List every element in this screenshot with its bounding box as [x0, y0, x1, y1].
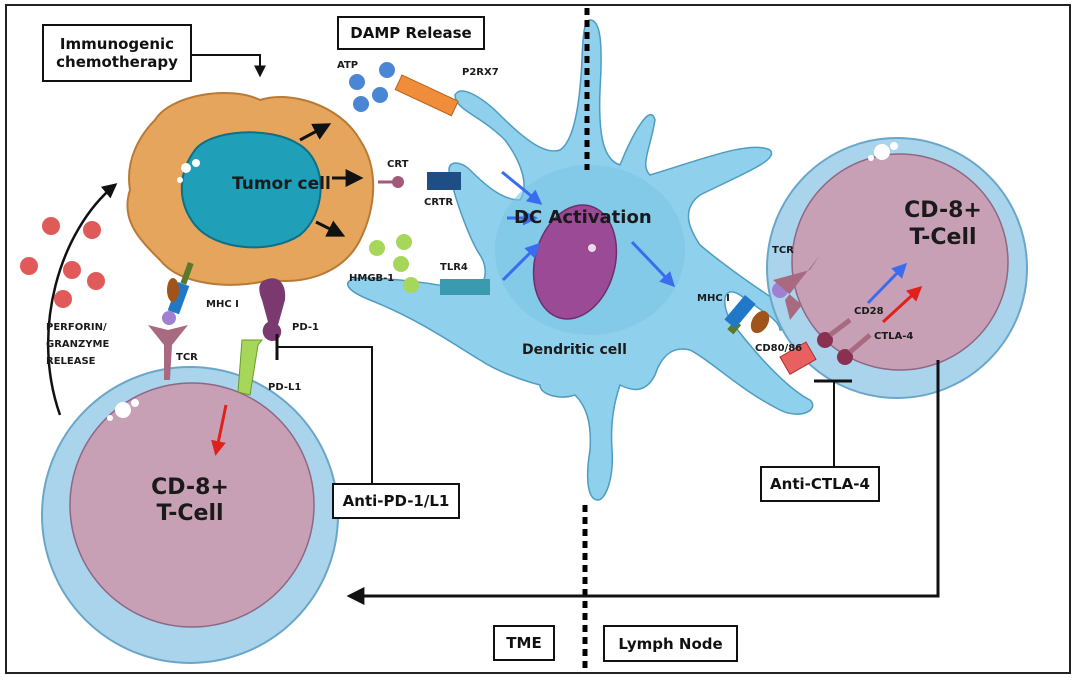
- atp-molecules: [349, 62, 395, 112]
- atp-label: ATP: [337, 60, 358, 71]
- crt-label: CRT: [387, 159, 409, 170]
- p2rx7-label: P2RX7: [462, 67, 499, 78]
- tme-label: TME: [506, 634, 542, 652]
- perforin-label-line3: RELEASE: [46, 356, 96, 367]
- anti-ctla4-label: Anti-CTLA-4: [770, 475, 870, 493]
- mhc-right-label: MHC I: [697, 293, 730, 304]
- crtr-label: CRTR: [424, 197, 453, 208]
- tcell-left-body: [69, 382, 315, 628]
- pd1-receptor: [259, 278, 286, 342]
- ctla4-inhibition-arrow: [881, 285, 923, 324]
- cd8086-receptor: [779, 341, 817, 376]
- dc-nucleus-highlight: [588, 244, 596, 252]
- cd8086-label: CD80/86: [755, 343, 802, 354]
- pdl1-inhibition-arrow: [211, 404, 228, 456]
- tcell-left-label-line2: T-Cell: [156, 501, 223, 526]
- tcell-left-label-line1: CD-8+: [151, 475, 229, 500]
- tlr4-label: TLR4: [440, 262, 468, 273]
- cd28-molecule: [817, 332, 833, 348]
- tumor-arrow-atp: [299, 123, 332, 142]
- return-arrow: [346, 360, 940, 605]
- chemo-label-line1: Immunogenic: [59, 35, 175, 53]
- p2rx7-receptor: [394, 74, 459, 117]
- mhc-left-label: MHC I: [206, 299, 239, 310]
- hmgb1-label: HMGB-1: [349, 273, 394, 284]
- chemo-label-line2: chemotherapy: [56, 53, 178, 71]
- activation-arrow-4: [630, 240, 676, 288]
- lymph-node-label: Lymph Node: [618, 634, 723, 653]
- tlr4-receptor: [440, 279, 490, 295]
- hmgb1-molecules: [369, 234, 419, 293]
- pd1-label: PD-1: [292, 322, 319, 333]
- tumor-arrow-hmgb1: [315, 220, 346, 237]
- ctla4-label: CTLA-4: [874, 331, 913, 342]
- mhc-tcr-right: [724, 255, 820, 335]
- tcr-left-label: TCR: [176, 352, 198, 363]
- damp-release-box: DAMP Release: [337, 16, 485, 50]
- ctla4-molecule: [837, 349, 853, 365]
- anti-pd1-connector: [277, 346, 373, 483]
- anti-ctla4-box: Anti-CTLA-4: [760, 466, 880, 502]
- perforin-label-line2: GRANZYME: [46, 339, 109, 350]
- anti-pd1-box: Anti-PD-1/L1: [332, 483, 460, 519]
- tumor-cell-label: Tumor cell: [232, 174, 331, 194]
- tumor-nucleus: [180, 131, 322, 249]
- tcell-right-label-line2: T-Cell: [909, 225, 976, 250]
- tcell-right-label-line1: CD-8+: [904, 198, 982, 223]
- cd28-activation-arrow: [866, 262, 908, 305]
- tcell-right-body: [791, 153, 1009, 371]
- crt-molecule: [392, 176, 404, 188]
- anti-pd1-label: Anti-PD-1/L1: [342, 492, 450, 510]
- lymph-node-box: Lymph Node: [603, 625, 738, 662]
- diagram-frame: [5, 4, 1071, 674]
- crtr-receptor: [427, 172, 461, 190]
- perforin-label-line1: PERFORIN/: [46, 322, 107, 333]
- mhc-tcr-left: [148, 261, 194, 380]
- immunogenic-chemotherapy-box: Immunogenic chemotherapy: [42, 24, 192, 82]
- dc-activation-label: DC Activation: [514, 207, 652, 228]
- chemo-connector-arrow: [190, 54, 266, 78]
- tcr-right-label: TCR: [772, 245, 794, 256]
- perforin-granzyme-molecules: [20, 217, 105, 308]
- activation-arrow-3: [501, 242, 541, 282]
- activation-arrow-1: [501, 170, 543, 205]
- cd28-label: CD28: [854, 306, 884, 317]
- tme-box: TME: [493, 625, 555, 661]
- damp-release-label: DAMP Release: [350, 24, 472, 42]
- dendritic-cell-label: Dendritic cell: [522, 342, 627, 358]
- pdl1-label: PD-L1: [268, 382, 301, 393]
- pdl1-ligand: [237, 339, 264, 396]
- perforin-arc-arrow: [46, 183, 118, 416]
